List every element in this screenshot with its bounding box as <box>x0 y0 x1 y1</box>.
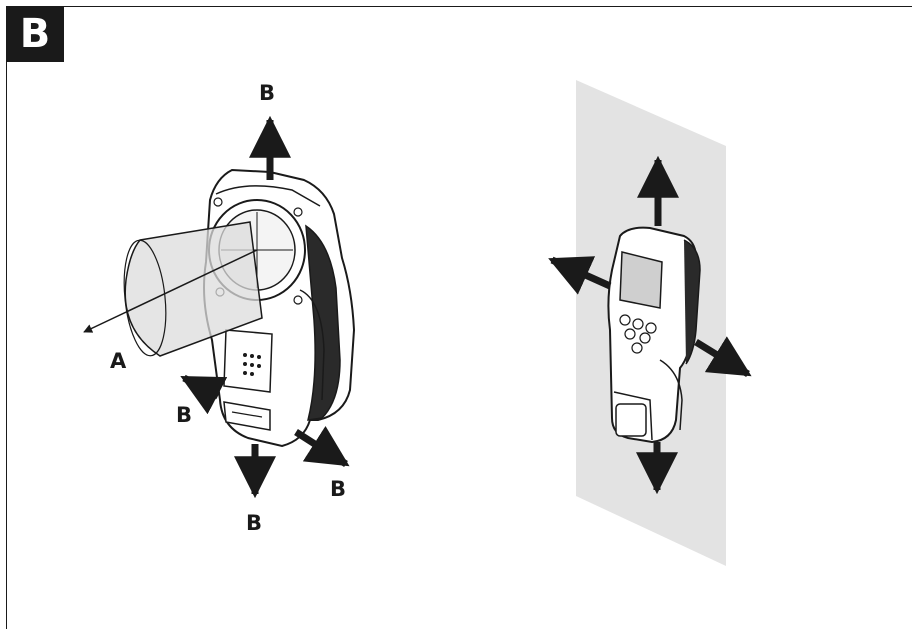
label-b-left: B <box>176 403 192 427</box>
label-b-bottom: B <box>246 511 262 535</box>
arrow-right-right <box>694 336 752 377</box>
label-b-right: B <box>330 477 346 501</box>
left-device-panel <box>223 329 273 393</box>
arrow-left-right <box>548 256 612 295</box>
left-arrows <box>180 115 350 499</box>
label-a: A <box>110 349 127 373</box>
figure-frame <box>6 6 912 629</box>
left-device-cone <box>124 221 263 357</box>
label-b-top: B <box>259 81 275 105</box>
figure-tag: B <box>6 6 64 62</box>
right-device <box>607 226 701 444</box>
left-device <box>83 168 356 448</box>
arrow-axis-a <box>83 249 258 333</box>
arrow-right-left <box>294 425 350 467</box>
left-device-grip <box>305 224 341 421</box>
arrow-left-left <box>180 374 228 415</box>
right-arrows <box>548 155 752 495</box>
right-device-screen <box>619 251 663 309</box>
